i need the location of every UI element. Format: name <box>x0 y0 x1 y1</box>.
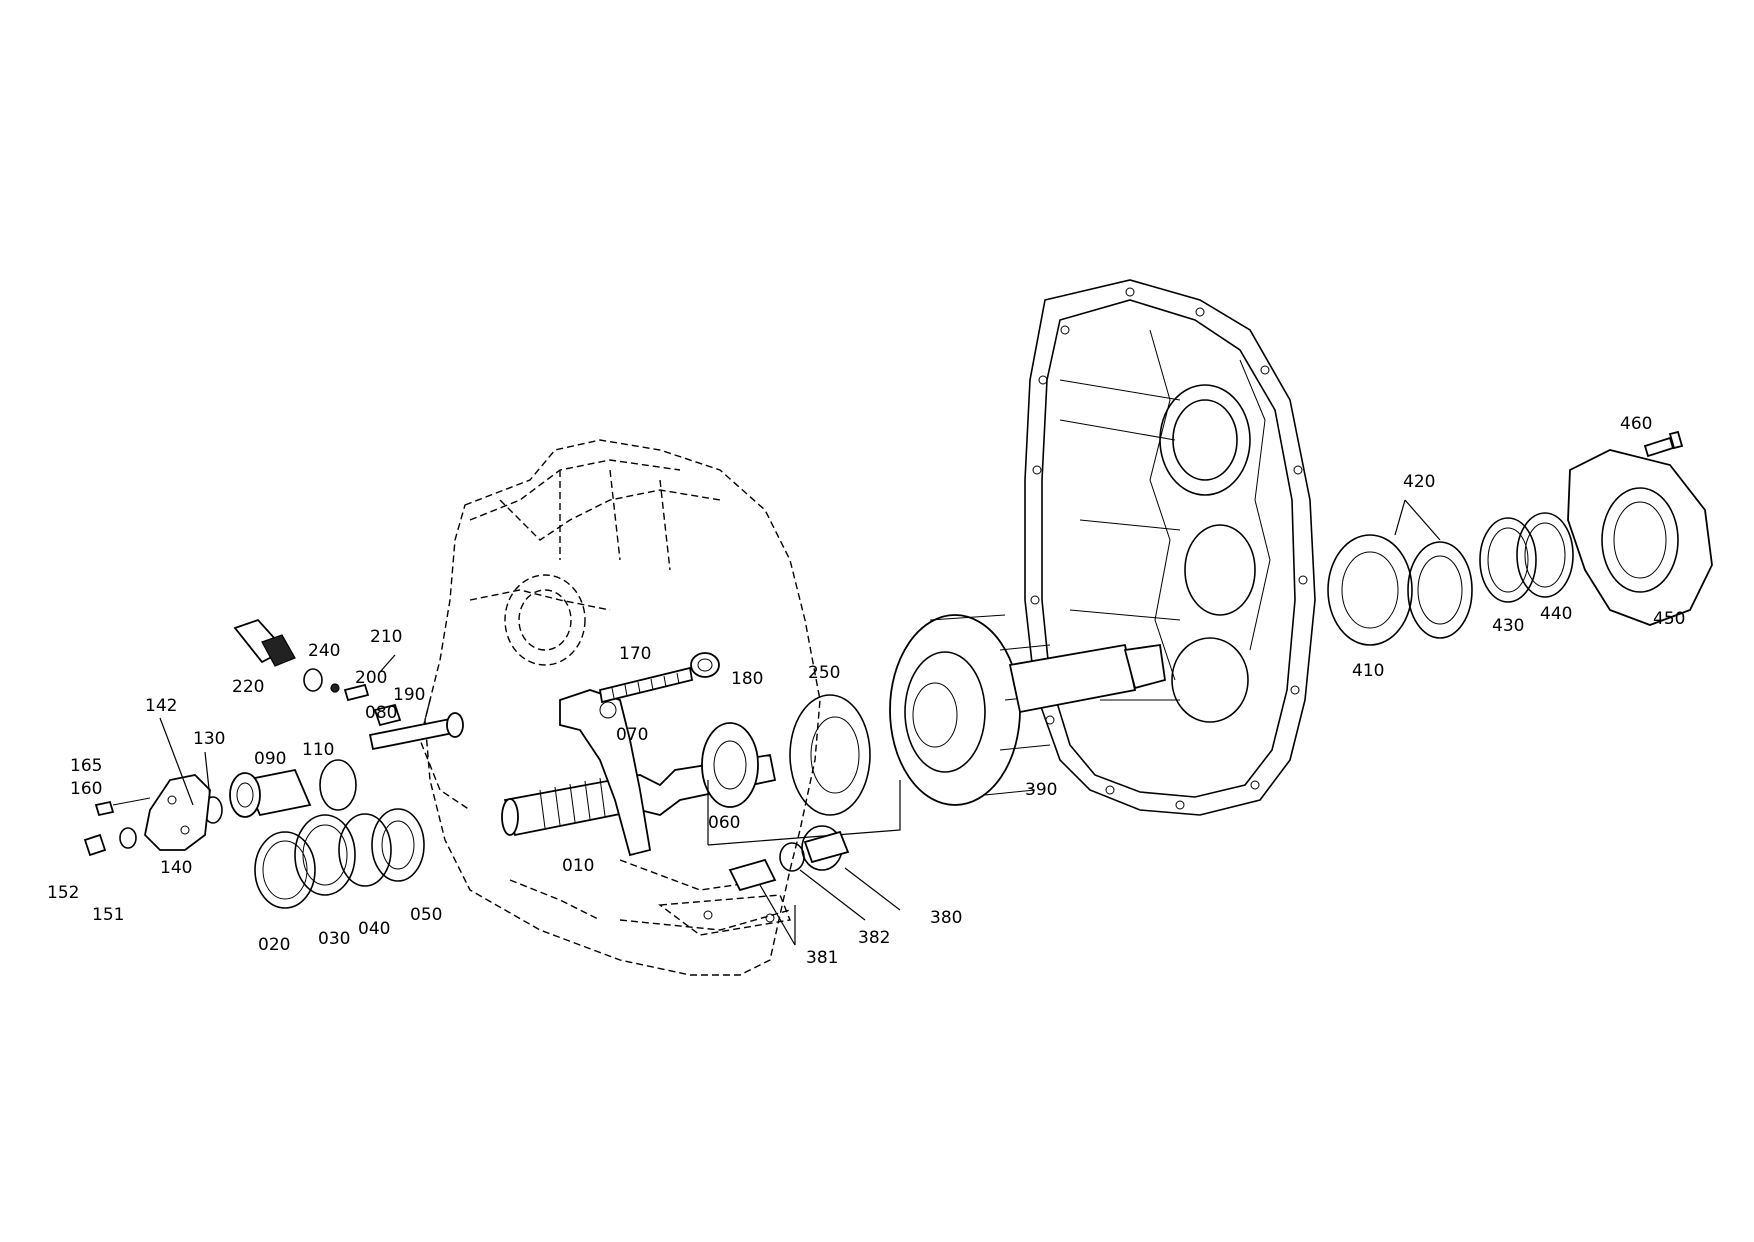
sensor-220 <box>233 618 296 667</box>
callout-250: 250 <box>808 663 840 683</box>
needle-bearing-380 <box>801 825 850 871</box>
callout-170: 170 <box>619 644 651 664</box>
bearing-race-420 <box>1407 541 1473 639</box>
callout-440: 440 <box>1540 604 1572 624</box>
callout-060: 060 <box>708 813 740 833</box>
callout-010: 010 <box>562 856 594 876</box>
plug <box>690 652 720 678</box>
shift-fork <box>559 689 652 857</box>
cover-140 <box>144 774 211 851</box>
sleeve-381 <box>728 858 777 892</box>
callout-140: 140 <box>160 858 192 878</box>
callout-210: 210 <box>370 627 402 647</box>
callout-450: 450 <box>1653 609 1685 629</box>
callout-420: 420 <box>1403 472 1435 492</box>
callout-180: 180 <box>731 669 763 689</box>
callout-220: 220 <box>232 677 264 697</box>
bearing-030 <box>294 814 356 896</box>
callout-090: 090 <box>254 749 286 769</box>
plug-152 <box>83 833 107 857</box>
ring-440 <box>1516 512 1574 598</box>
bearing-020 <box>254 831 316 909</box>
o-ring-110 <box>319 759 357 811</box>
callout-020: 020 <box>258 935 290 955</box>
callout-160: 160 <box>70 779 102 799</box>
callout-080: 080 <box>365 703 397 723</box>
bushing-190 <box>373 703 402 727</box>
callout-410: 410 <box>1352 661 1384 681</box>
ring-430 <box>1479 517 1537 603</box>
callout-070: 070 <box>616 725 648 745</box>
leader-lines <box>159 499 1441 946</box>
gear-390 <box>889 614 1167 806</box>
bearing-250 <box>789 694 871 816</box>
callout-050: 050 <box>410 905 442 925</box>
callout-382: 382 <box>858 928 890 948</box>
detent-spring <box>598 666 694 704</box>
bolt-460 <box>1643 430 1684 458</box>
callout-110: 110 <box>302 740 334 760</box>
callout-380: 380 <box>930 908 962 928</box>
pin-200 <box>343 683 370 702</box>
sleeve <box>229 768 312 818</box>
callout-151: 151 <box>92 905 124 925</box>
bearing-410 <box>1327 534 1413 646</box>
seal-050 <box>371 808 425 882</box>
callout-430: 430 <box>1492 616 1524 636</box>
callout-200: 200 <box>355 668 387 688</box>
callout-040: 040 <box>358 919 390 939</box>
callout-130: 130 <box>193 729 225 749</box>
callout-165: 165 <box>70 756 102 776</box>
cover-450 <box>1567 449 1713 626</box>
ball-210 <box>330 683 340 693</box>
callout-460: 460 <box>1620 414 1652 434</box>
callout-390: 390 <box>1025 780 1057 800</box>
ring-040 <box>338 813 392 887</box>
rear-housing-cover <box>1024 279 1316 816</box>
callout-152: 152 <box>47 883 79 903</box>
callout-381: 381 <box>806 948 838 968</box>
callout-240: 240 <box>308 641 340 661</box>
ring-382 <box>779 842 805 872</box>
callout-190: 190 <box>393 685 425 705</box>
hub-060 <box>701 722 759 808</box>
callout-labels: 010 020 030 040 050 060 070 080 090 110 … <box>47 414 1685 968</box>
seal-240 <box>303 668 323 692</box>
selector-shaft <box>368 712 464 751</box>
callout-142: 142 <box>145 696 177 716</box>
screw-160 <box>94 797 151 817</box>
callout-030: 030 <box>318 929 350 949</box>
washer-151 <box>119 827 137 849</box>
group-bracket <box>707 780 901 846</box>
